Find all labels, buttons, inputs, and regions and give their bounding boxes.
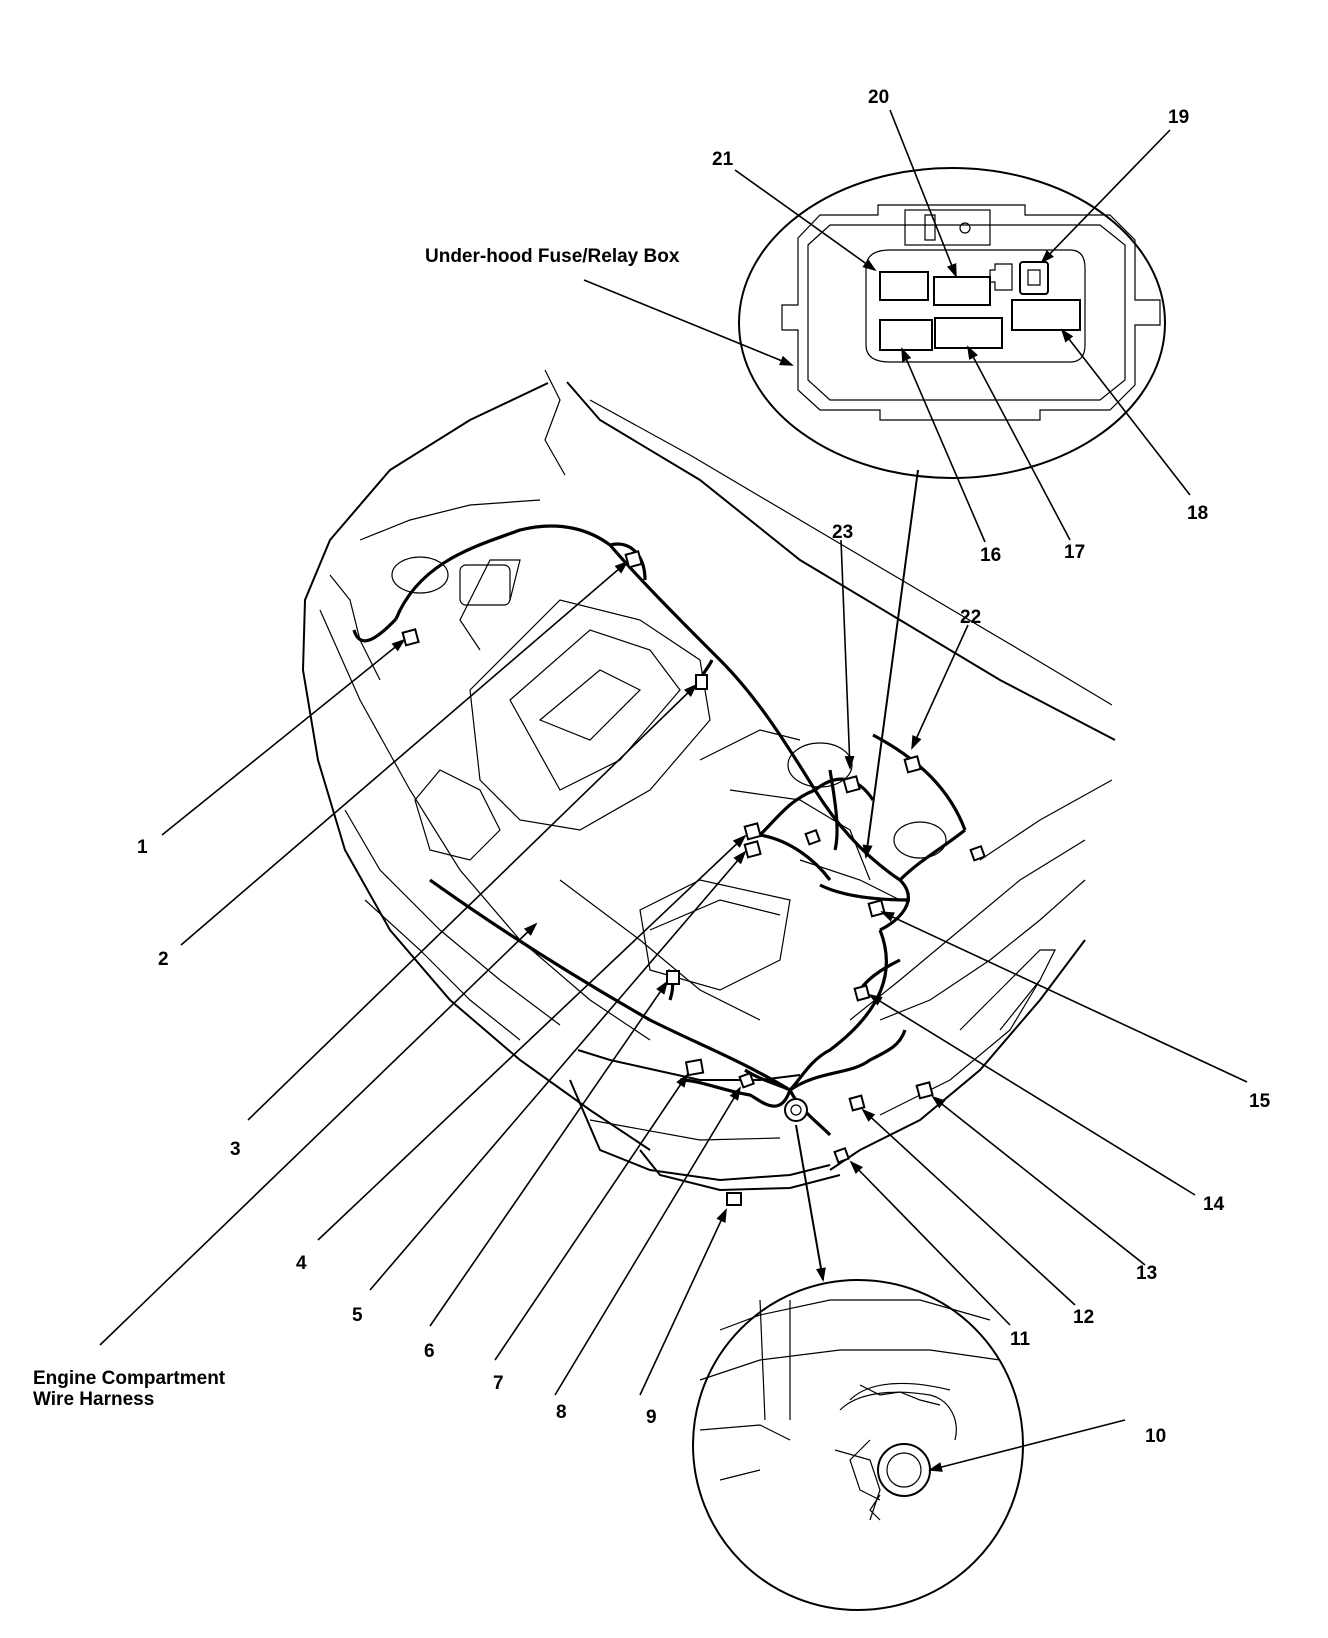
callout-8: 8 — [556, 1402, 567, 1423]
callout-10: 10 — [1145, 1426, 1167, 1447]
fuse-box-label: Under-hood Fuse/Relay Box — [425, 246, 680, 267]
callout-7: 7 — [493, 1373, 504, 1394]
callout-6: 6 — [424, 1341, 435, 1362]
callout-11: 11 — [1010, 1329, 1031, 1350]
callout-9: 9 — [646, 1407, 657, 1428]
callout-3: 3 — [230, 1139, 241, 1160]
callout-19: 19 — [1168, 107, 1190, 128]
fuse-box-inset — [738, 167, 1166, 479]
callout-12: 12 — [1073, 1307, 1095, 1328]
callout-5: 5 — [352, 1305, 363, 1326]
harness-label-line1: Engine Compartment — [33, 1368, 226, 1389]
callout-14: 14 — [1203, 1194, 1225, 1215]
callout-16: 16 — [980, 545, 1002, 566]
harness-label-line2: Wire Harness — [33, 1389, 155, 1411]
callout-20: 20 — [868, 87, 890, 108]
callout-23: 23 — [832, 522, 854, 543]
callout-13: 13 — [1136, 1263, 1158, 1284]
callout-18: 18 — [1187, 503, 1209, 524]
callout-22: 22 — [960, 607, 982, 628]
callout-4: 4 — [296, 1253, 307, 1274]
callout-21: 21 — [712, 149, 734, 170]
harness-label: Engine Compartment Wire Harness — [33, 1368, 225, 1411]
callout-2: 2 — [158, 949, 169, 970]
callout-15: 15 — [1249, 1091, 1271, 1112]
wire-harness — [352, 524, 967, 1137]
vehicle-body — [301, 369, 1116, 1192]
callout-17: 17 — [1064, 542, 1086, 563]
ground-inset — [692, 1279, 1024, 1611]
leader-lines — [99, 109, 1248, 1472]
callout-1: 1 — [137, 837, 148, 858]
